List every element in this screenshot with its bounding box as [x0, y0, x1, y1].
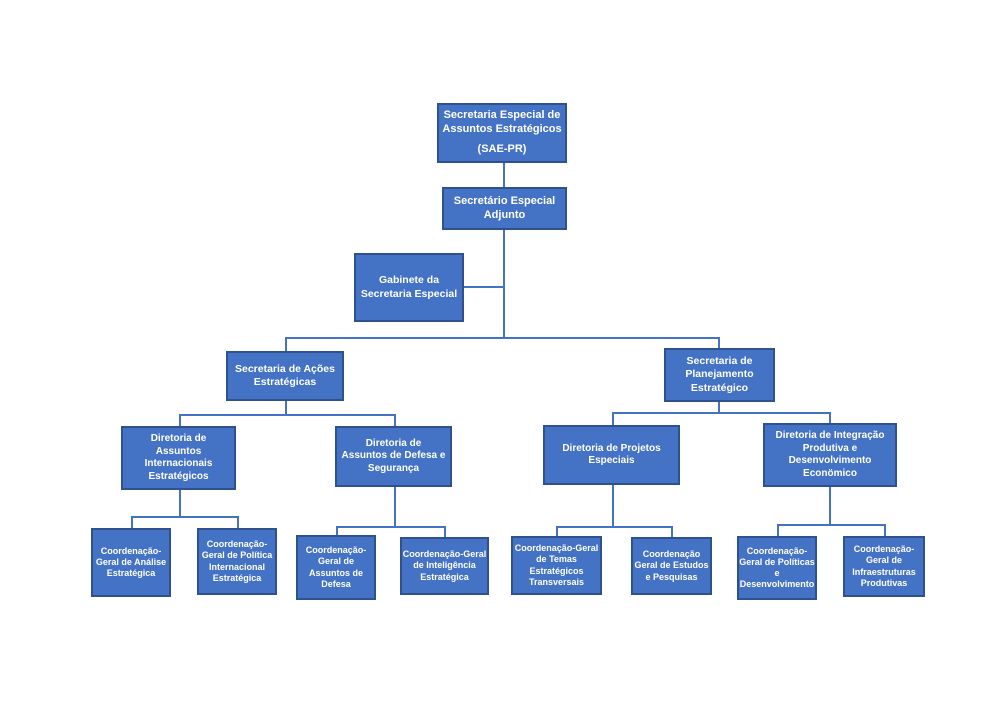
connector-line: [285, 337, 287, 351]
connector-line: [829, 487, 831, 525]
connector-line: [285, 337, 719, 339]
org-node-dir-projetos: Diretoria de Projetos Especiais: [543, 425, 680, 485]
connector-line: [503, 230, 505, 338]
connector-line: [556, 526, 671, 528]
connector-line: [336, 526, 338, 535]
org-node-label: Diretoria de Integração Produtiva e Dese…: [775, 430, 885, 479]
connector-line: [444, 526, 446, 537]
connector-line: [131, 516, 237, 518]
connector-line: [464, 286, 504, 288]
connector-line: [777, 524, 884, 526]
org-node-cg-analise: Coordenação- Geral de Análise Estratégic…: [91, 528, 171, 597]
org-node-sae-pr: Secretaria Especial de Assuntos Estratég…: [437, 103, 567, 163]
org-node-label: Secretaria de Ações Estratégicas: [234, 362, 335, 388]
connector-line: [829, 412, 831, 423]
org-node-label: Coordenação- Geral de Políticas e Desenv…: [739, 545, 815, 590]
org-node-label: Coordenação Geral de Estudos e Pesquisas: [634, 549, 709, 582]
connector-line: [612, 412, 614, 425]
org-node-label: Secretário Especial Adjunto: [453, 194, 556, 221]
connector-line: [285, 401, 287, 415]
org-node-label: Secretaria Especial de Assuntos Estratég…: [442, 109, 562, 136]
connector-line: [884, 524, 886, 536]
org-node-label: Gabinete da Secretaria Especial: [360, 274, 458, 300]
org-node-dir-internacionais: Diretoria de Assuntos Internacionais Est…: [121, 426, 236, 490]
org-node-dir-integracao: Diretoria de Integração Produtiva e Dese…: [763, 423, 897, 487]
connector-line: [612, 485, 614, 527]
connector-line: [718, 337, 720, 348]
org-node-planejamento: Secretaria de Planejamento Estratégico: [664, 348, 775, 402]
connector-line: [612, 412, 829, 414]
org-node-label: Coordenação-Geral de Inteligência Estrat…: [402, 549, 487, 582]
org-node-dir-defesa: Diretoria de Assuntos de Defesa e Segura…: [335, 426, 452, 487]
org-node-sublabel: (SAE-PR): [477, 142, 527, 155]
org-node-label: Coordenação- Geral de Infraestruturas Pr…: [852, 544, 916, 588]
connector-line: [394, 414, 396, 426]
org-node-cg-temas: Coordenação-Geral de Temas Estratégicos …: [511, 536, 602, 595]
org-node-cg-infraestruturas: Coordenação- Geral de Infraestruturas Pr…: [843, 536, 925, 597]
org-node-label: Secretaria de Planejamento Estratégico: [685, 355, 754, 394]
connector-line: [671, 526, 673, 537]
connector-line: [718, 402, 720, 413]
org-node-cg-inteligencia: Coordenação-Geral de Inteligência Estrat…: [400, 537, 489, 595]
connector-line: [503, 163, 505, 187]
org-node-acoes: Secretaria de Ações Estratégicas: [226, 351, 344, 401]
connector-line: [556, 526, 558, 536]
org-node-cg-assuntos-defesa: Coordenação- Geral de Assuntos de Defesa: [296, 535, 376, 600]
connector-line: [777, 524, 779, 536]
org-node-label: Coordenação- Geral de Assuntos de Defesa: [305, 545, 367, 589]
org-node-label: Coordenação- Geral de Política Internaci…: [201, 539, 273, 583]
org-node-label: Diretoria de Assuntos de Defesa e Segura…: [341, 437, 446, 474]
org-node-secretario-adjunto: Secretário Especial Adjunto: [442, 187, 567, 230]
org-node-label: Coordenação- Geral de Análise Estratégic…: [95, 545, 167, 579]
connector-line: [394, 487, 396, 527]
org-node-label: Diretoria de Assuntos Internacionais Est…: [144, 433, 213, 482]
org-node-cg-politicas-desenvolvimento: Coordenação- Geral de Políticas e Desenv…: [737, 536, 817, 600]
connector-line: [179, 414, 181, 426]
connector-line: [179, 414, 395, 416]
org-node-label: Coordenação-Geral de Temas Estratégicos …: [514, 543, 599, 587]
org-node-cg-politica-internacional: Coordenação- Geral de Política Internaci…: [197, 528, 277, 595]
connector-line: [179, 490, 181, 517]
connector-line: [131, 516, 133, 528]
org-node-cg-estudos: Coordenação Geral de Estudos e Pesquisas: [631, 537, 712, 595]
org-node-gabinete: Gabinete da Secretaria Especial: [354, 253, 464, 322]
org-node-label: Diretoria de Projetos Especiais: [562, 442, 661, 467]
connector-line: [237, 516, 239, 528]
connector-line: [336, 526, 444, 528]
